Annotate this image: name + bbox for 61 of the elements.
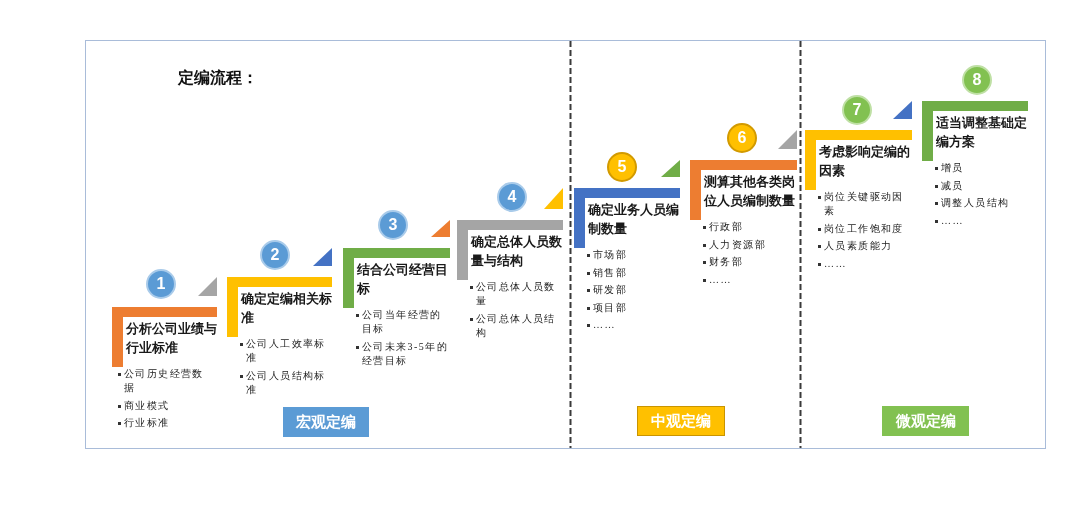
bullet-text: …… bbox=[824, 256, 848, 271]
block-arrow bbox=[431, 220, 450, 237]
bullet-text: 公司未来3-5年的经营目标 bbox=[362, 339, 449, 368]
step-heading: 确定定编相关标准 bbox=[241, 291, 333, 327]
bullet-text: 项目部 bbox=[593, 300, 629, 315]
number-badge: 6 bbox=[727, 123, 757, 153]
step-heading: 适当调整基础定编方案 bbox=[936, 115, 1028, 151]
step-heading: 考虑影响定编的因素 bbox=[819, 144, 911, 180]
block-arrow bbox=[198, 277, 217, 296]
bullet-text: 减员 bbox=[941, 178, 965, 193]
step-heading: 分析公司业绩与行业标准 bbox=[126, 321, 218, 357]
number-badge: 3 bbox=[378, 210, 408, 240]
number-badge: 1 bbox=[146, 269, 176, 299]
bullet-text: 公司总体人员数量 bbox=[476, 280, 557, 308]
step-bracket bbox=[343, 248, 450, 308]
block-arrow bbox=[661, 160, 680, 177]
bullet-text: 公司历史经营数据 bbox=[124, 367, 205, 395]
step-bracket bbox=[112, 307, 217, 367]
block-arrow bbox=[893, 101, 912, 119]
bullet-text: 公司人工效率标准 bbox=[246, 337, 327, 365]
step-heading: 结合公司经营目标 bbox=[357, 262, 449, 298]
bullet-text: …… bbox=[709, 272, 733, 287]
phase-tag: 中观定编 bbox=[637, 406, 725, 436]
step-bracket bbox=[457, 220, 563, 280]
bullet-text: 人力资源部 bbox=[709, 237, 767, 252]
block-arrow bbox=[313, 248, 332, 266]
block-arrow bbox=[544, 188, 563, 209]
bullet-text: 公司总体人员结构 bbox=[476, 311, 557, 340]
number-badge: 7 bbox=[842, 95, 872, 125]
block-arrow bbox=[778, 130, 797, 149]
bullet-text: 商业模式 bbox=[124, 398, 171, 413]
number-badge: 5 bbox=[607, 152, 637, 182]
step-bracket bbox=[922, 101, 1028, 161]
number-badge: 2 bbox=[260, 240, 290, 270]
bullet-text: 行业标准 bbox=[124, 416, 171, 430]
bullet-text: 公司当年经营的目标 bbox=[362, 308, 443, 336]
step-heading: 确定业务人员编制数量 bbox=[588, 202, 680, 238]
bullet-text: 行政部 bbox=[709, 220, 745, 234]
bullet-text: …… bbox=[941, 213, 965, 228]
step-bracket bbox=[574, 188, 680, 248]
bullet-text: 市场部 bbox=[593, 248, 629, 262]
step-heading: 测算其他各类岗位人员编制数量 bbox=[704, 174, 796, 210]
bullet-text: 调整人员结构 bbox=[941, 196, 1011, 210]
number-badge: 8 bbox=[962, 65, 992, 95]
bullet-text: 研发部 bbox=[593, 283, 629, 297]
bullet-text: 岗位工作饱和度 bbox=[824, 221, 905, 236]
phase-tag: 宏观定编 bbox=[283, 407, 369, 437]
step-bracket bbox=[227, 277, 332, 337]
bullet-text: 岗位关键驱动因素 bbox=[824, 190, 905, 218]
step-bracket bbox=[805, 130, 912, 190]
bullet-text: 增员 bbox=[941, 161, 965, 175]
bullet-text: …… bbox=[593, 318, 617, 332]
phase-tag: 微观定编 bbox=[882, 406, 969, 436]
number-badge: 4 bbox=[497, 182, 527, 212]
bullet-text: 公司人员结构标准 bbox=[246, 368, 327, 397]
bullet-text: 财务部 bbox=[709, 255, 745, 269]
bullet-text: 销售部 bbox=[593, 265, 629, 280]
bullet-text: 人员素质能力 bbox=[824, 239, 894, 253]
step-heading: 确定总体人员数量与结构 bbox=[471, 234, 563, 270]
step-bracket bbox=[690, 160, 797, 220]
diagram-title: 定编流程： bbox=[178, 68, 258, 88]
